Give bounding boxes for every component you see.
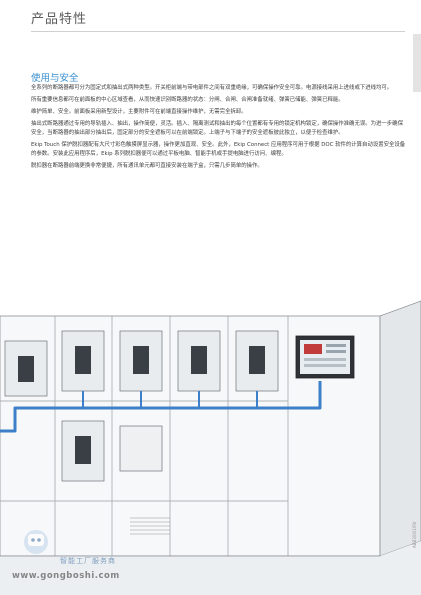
paragraph: Ekip Touch 保护脱扣器配有大尺寸彩色触摸屏显示器，操作更加直观、安全。… [31, 141, 406, 157]
paragraph: 脱扣器在断路器前端更换非常便捷，所有通讯单元都可直接安装在端子盒，只需几步简单的… [31, 162, 263, 169]
watermark-logo [24, 530, 48, 554]
switchgear-illustration [0, 296, 421, 595]
watermark-url: www.gongboshi.com [12, 571, 120, 581]
section-heading: 使用与安全 [31, 73, 79, 84]
title-divider [31, 31, 405, 32]
communication-cable [0, 381, 322, 433]
image-credit: ABB3/001/RV [412, 521, 417, 548]
paragraph: 维护简单、安全。前面板采用新型设计，主要附件可在前端直接操作维护，无需完全拆卸。 [31, 109, 247, 116]
watermark-text: 智能工厂服务商 [60, 557, 116, 565]
margin-tab [413, 34, 421, 92]
paragraph: 抽出式断路器通过专用的导轨插入、抽出，操作简便，灵活。插入、隔离测试和抽出的每个… [31, 121, 403, 136]
section-body: 全系列的断路器都可分为固定式和抽出式两种类型。开关柜前端与带电部件之间有双重绝缘… [31, 84, 408, 174]
paragraph: 全系列的断路器都可分为固定式和抽出式两种类型。开关柜前端与带电部件之间有双重绝缘… [31, 85, 393, 91]
cabinet-side-panel [379, 300, 421, 557]
paragraph: 所有重要信息都可在前面板的中心区域查看，从而快速识别断路器的状态：分闸、合闸、合… [31, 97, 344, 104]
vent-grille [130, 517, 170, 535]
page-title: 产品特性 [31, 12, 88, 27]
